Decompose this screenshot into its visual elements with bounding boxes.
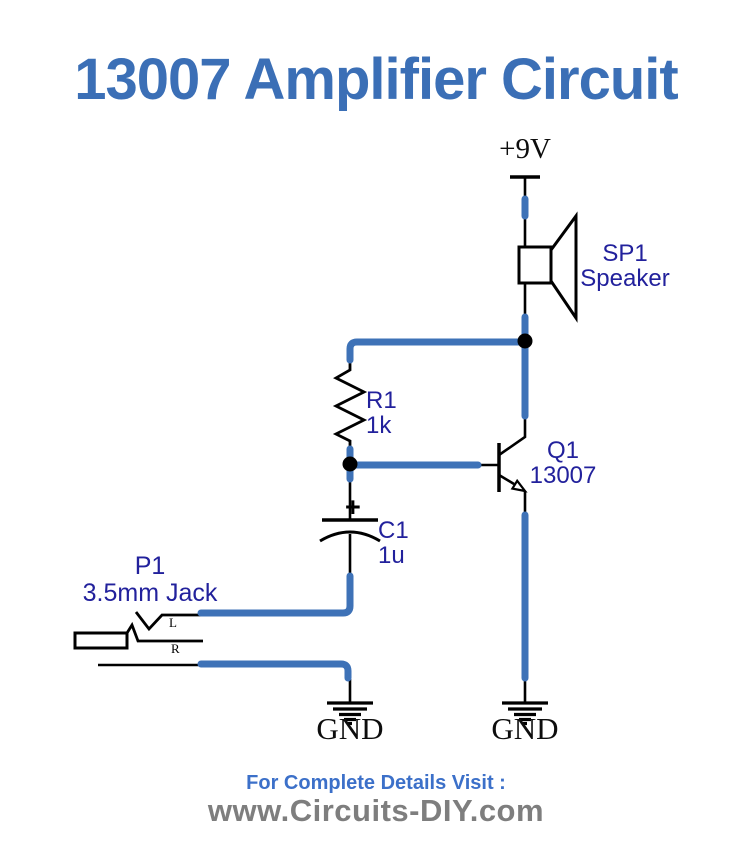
capacitor-ref: C1 [378, 517, 409, 544]
wire-jack-sleeve-to-ground [197, 660, 352, 682]
footer-website-url: www.Circuits-DIY.com [207, 793, 545, 828]
speaker-body [517, 245, 553, 285]
transistor-ref: Q1 [546, 437, 579, 464]
junction-dot-base [342, 456, 358, 472]
footer-visit-text: For Complete Details Visit : [246, 772, 506, 794]
transistor-value: 13007 [529, 462, 597, 489]
transistor-collector [498, 417, 527, 457]
jack-ring-contact [125, 621, 203, 643]
transistor-emitter [498, 473, 515, 486]
capacitor-label: C1 1u [378, 518, 409, 568]
ground-symbol-right [502, 701, 548, 726]
emitter-arrow-icon [510, 478, 528, 493]
ground-symbol-left [327, 701, 373, 726]
jack-tip-contact [134, 611, 203, 632]
capacitor-value: 1u [378, 542, 405, 569]
capacitor-polarity-sign: + [345, 492, 361, 522]
wire-top-horizontal [346, 338, 528, 364]
resistor-value: 1k [366, 412, 392, 439]
page-title: 13007 Amplifier Circuit [74, 47, 678, 112]
resistor-symbol [332, 356, 368, 452]
speaker-name: Speaker [580, 265, 670, 292]
resistor-ref: R1 [366, 387, 397, 414]
jack-plug-body [73, 631, 129, 650]
ground-right-label: GND [491, 711, 559, 746]
speaker-ref: SP1 [602, 240, 648, 267]
blue-wires [197, 195, 529, 682]
capacitor-curved-plate [319, 530, 381, 543]
transistor-label: Q1 13007 [517, 438, 609, 488]
jack-ref: P1 [134, 552, 166, 580]
black-lines [73, 175, 578, 726]
jack-label: P1 3.5mm Jack [68, 553, 232, 607]
supply-voltage-label: +9V [499, 133, 551, 165]
jack-left-channel-label: L [169, 615, 177, 630]
wire-cap-to-jack-left [197, 572, 354, 617]
ground-left-label: GND [316, 711, 384, 746]
jack-right-channel-label: R [171, 641, 180, 656]
speaker-cone [549, 211, 578, 323]
resistor-label: R1 1k [366, 388, 397, 438]
junction-dot-collector [517, 333, 533, 349]
jack-name: 3.5mm Jack [82, 579, 218, 607]
speaker-label: SP1 Speaker [560, 241, 690, 291]
